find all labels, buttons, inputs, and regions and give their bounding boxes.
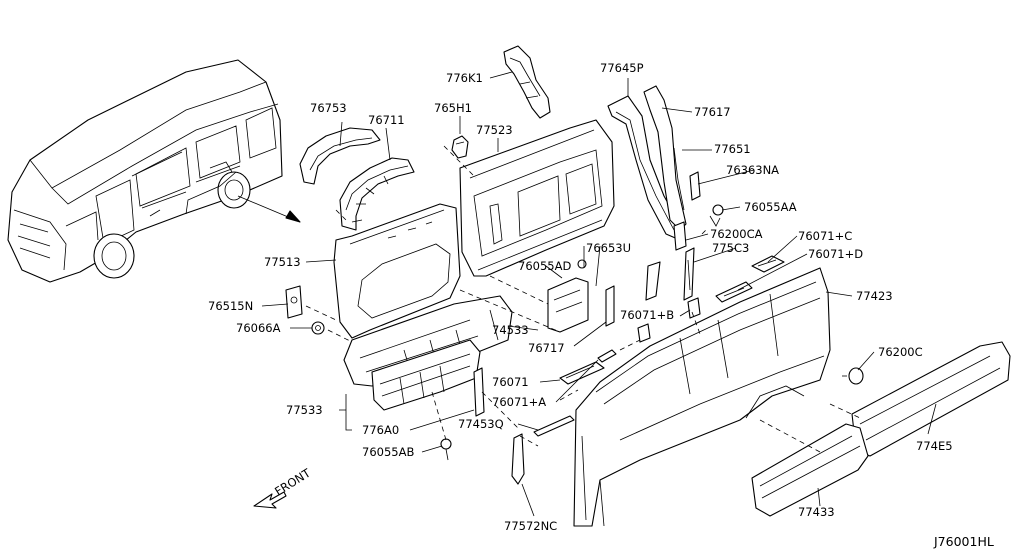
label-74533: 74533 bbox=[492, 323, 529, 337]
label-774E5: 774E5 bbox=[916, 439, 953, 453]
label-76071B: 76071+B bbox=[620, 308, 674, 322]
label-77513: 77513 bbox=[264, 255, 301, 269]
part-77453Q bbox=[533, 415, 575, 437]
part-76055AD bbox=[577, 259, 587, 269]
part-76711 bbox=[339, 157, 415, 231]
label-76200C: 76200C bbox=[878, 345, 923, 359]
label-76753: 76753 bbox=[310, 101, 347, 115]
part-77433 bbox=[751, 423, 869, 517]
part-77523 bbox=[459, 119, 615, 277]
label-76071A: 76071+A bbox=[492, 395, 546, 409]
label-76066A: 76066A bbox=[236, 321, 281, 335]
part-76653U bbox=[547, 277, 589, 333]
label-765H1: 765H1 bbox=[434, 101, 472, 115]
part-76200C bbox=[848, 367, 864, 385]
label-76055AB: 76055AB bbox=[362, 445, 414, 459]
label-77617: 77617 bbox=[694, 105, 731, 119]
label-77423: 77423 bbox=[856, 289, 893, 303]
part-76071C bbox=[751, 255, 785, 273]
label-76363NA: 76363NA bbox=[726, 163, 779, 177]
label-77433: 77433 bbox=[798, 505, 835, 519]
part-77572NC bbox=[511, 433, 525, 485]
label-76055AD: 76055AD bbox=[518, 259, 571, 273]
leader-lines bbox=[261, 71, 937, 517]
front-arrow-icon bbox=[253, 491, 287, 509]
part-77651 bbox=[673, 147, 685, 211]
part-765H1 bbox=[451, 135, 469, 159]
label-76071D: 76071+D bbox=[808, 247, 863, 261]
label-76515N: 76515N bbox=[208, 299, 253, 313]
label-76200CA: 76200CA bbox=[710, 227, 763, 241]
part-76055AA bbox=[709, 204, 724, 227]
label-76717: 76717 bbox=[528, 341, 565, 355]
part-77423 bbox=[573, 267, 831, 527]
label-76071C: 76071+C bbox=[798, 229, 852, 243]
part-76071 bbox=[559, 361, 605, 385]
label-77453Q: 77453Q bbox=[458, 417, 504, 431]
label-77651: 77651 bbox=[714, 142, 751, 156]
label-76055AA: 76055AA bbox=[744, 200, 797, 214]
part-775C3 bbox=[683, 247, 695, 301]
part-76515N bbox=[285, 285, 303, 319]
label-76653U: 76653U bbox=[586, 241, 631, 255]
part-76363NA bbox=[689, 171, 701, 201]
label-76711: 76711 bbox=[368, 113, 405, 127]
part-76753 bbox=[299, 127, 381, 185]
label-77523: 77523 bbox=[476, 123, 513, 137]
part-76071B bbox=[637, 297, 701, 343]
label-776K1: 776K1 bbox=[446, 71, 483, 85]
part-77533 bbox=[371, 339, 481, 411]
part-76200CA bbox=[673, 221, 687, 251]
part-76717 bbox=[605, 285, 615, 327]
relation-lines bbox=[305, 145, 861, 453]
label-front: FRONT bbox=[272, 465, 314, 498]
label-77533: 77533 bbox=[286, 403, 323, 417]
label-775C3: 775C3 bbox=[712, 241, 749, 255]
part-776K1 bbox=[503, 45, 551, 119]
part-76066A bbox=[311, 321, 325, 335]
label-77645P: 77645P bbox=[600, 61, 644, 75]
label-77572NC: 77572NC bbox=[504, 519, 557, 533]
label-776A0: 776A0 bbox=[362, 423, 399, 437]
van-illustration bbox=[7, 59, 301, 283]
part-776A0 bbox=[473, 367, 485, 417]
label-76071: 76071 bbox=[492, 375, 529, 389]
part-76055AB bbox=[440, 438, 452, 461]
part-77513 bbox=[333, 203, 461, 339]
part-76071A bbox=[597, 349, 617, 363]
diagram-code: J76001HL bbox=[933, 534, 994, 549]
